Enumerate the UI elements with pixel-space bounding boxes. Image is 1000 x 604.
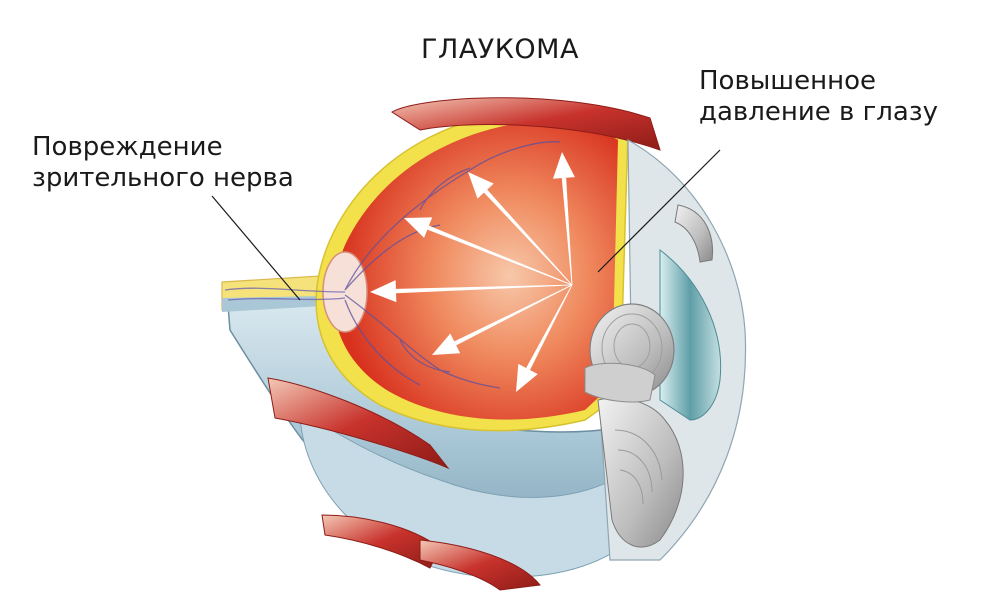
blood-vessels	[224, 141, 561, 389]
pressure-arrow-head-2	[468, 172, 494, 199]
muscle-lower-left	[267, 377, 450, 470]
pressure-arrow-shaft-1	[561, 177, 573, 286]
diagram-title: ГЛАУКОМА	[421, 34, 579, 65]
muscle-top	[391, 97, 661, 151]
pressure-arrow-head-4	[370, 280, 397, 303]
pressure-arrow-shaft-5	[454, 284, 573, 346]
label-increased-pressure-line-1: Повышенное	[699, 66, 876, 96]
pressure-leader-line	[597, 149, 721, 273]
iris-teal-band	[659, 248, 722, 421]
ciliary-folds	[614, 429, 663, 505]
lens-lower	[584, 362, 656, 403]
pressure-arrow-head-1	[552, 152, 575, 179]
label-increased-pressure: Повышенное давление в глазу	[699, 66, 938, 127]
muscle-bottom-2	[419, 539, 541, 591]
pressure-arrow-head-3	[404, 217, 433, 238]
pressure-arrows	[370, 152, 575, 392]
pressure-arrow-head-5	[432, 333, 461, 355]
pressure-arrow-shaft-2	[483, 189, 573, 286]
muscle-right	[674, 204, 714, 263]
retina-inner	[333, 119, 618, 420]
label-increased-pressure-line-2: давление в глазу	[699, 96, 939, 127]
pressure-arrow-head-6	[516, 363, 538, 392]
pressure-arrow-shaft-4	[395, 284, 573, 294]
nerve-leader-line	[211, 195, 301, 301]
label-nerve-damage-line-1: Повреждение	[32, 132, 223, 162]
optic-nerve-sheath	[222, 296, 322, 312]
ciliary-body	[597, 397, 684, 548]
label-nerve-damage: Повреждение зрительного нерва	[32, 132, 294, 193]
pressure-arrow-shaft-6	[526, 284, 573, 370]
pressure-arrow-shaft-3	[427, 225, 573, 286]
label-nerve-damage-line-2: зрительного нерва	[32, 162, 294, 193]
